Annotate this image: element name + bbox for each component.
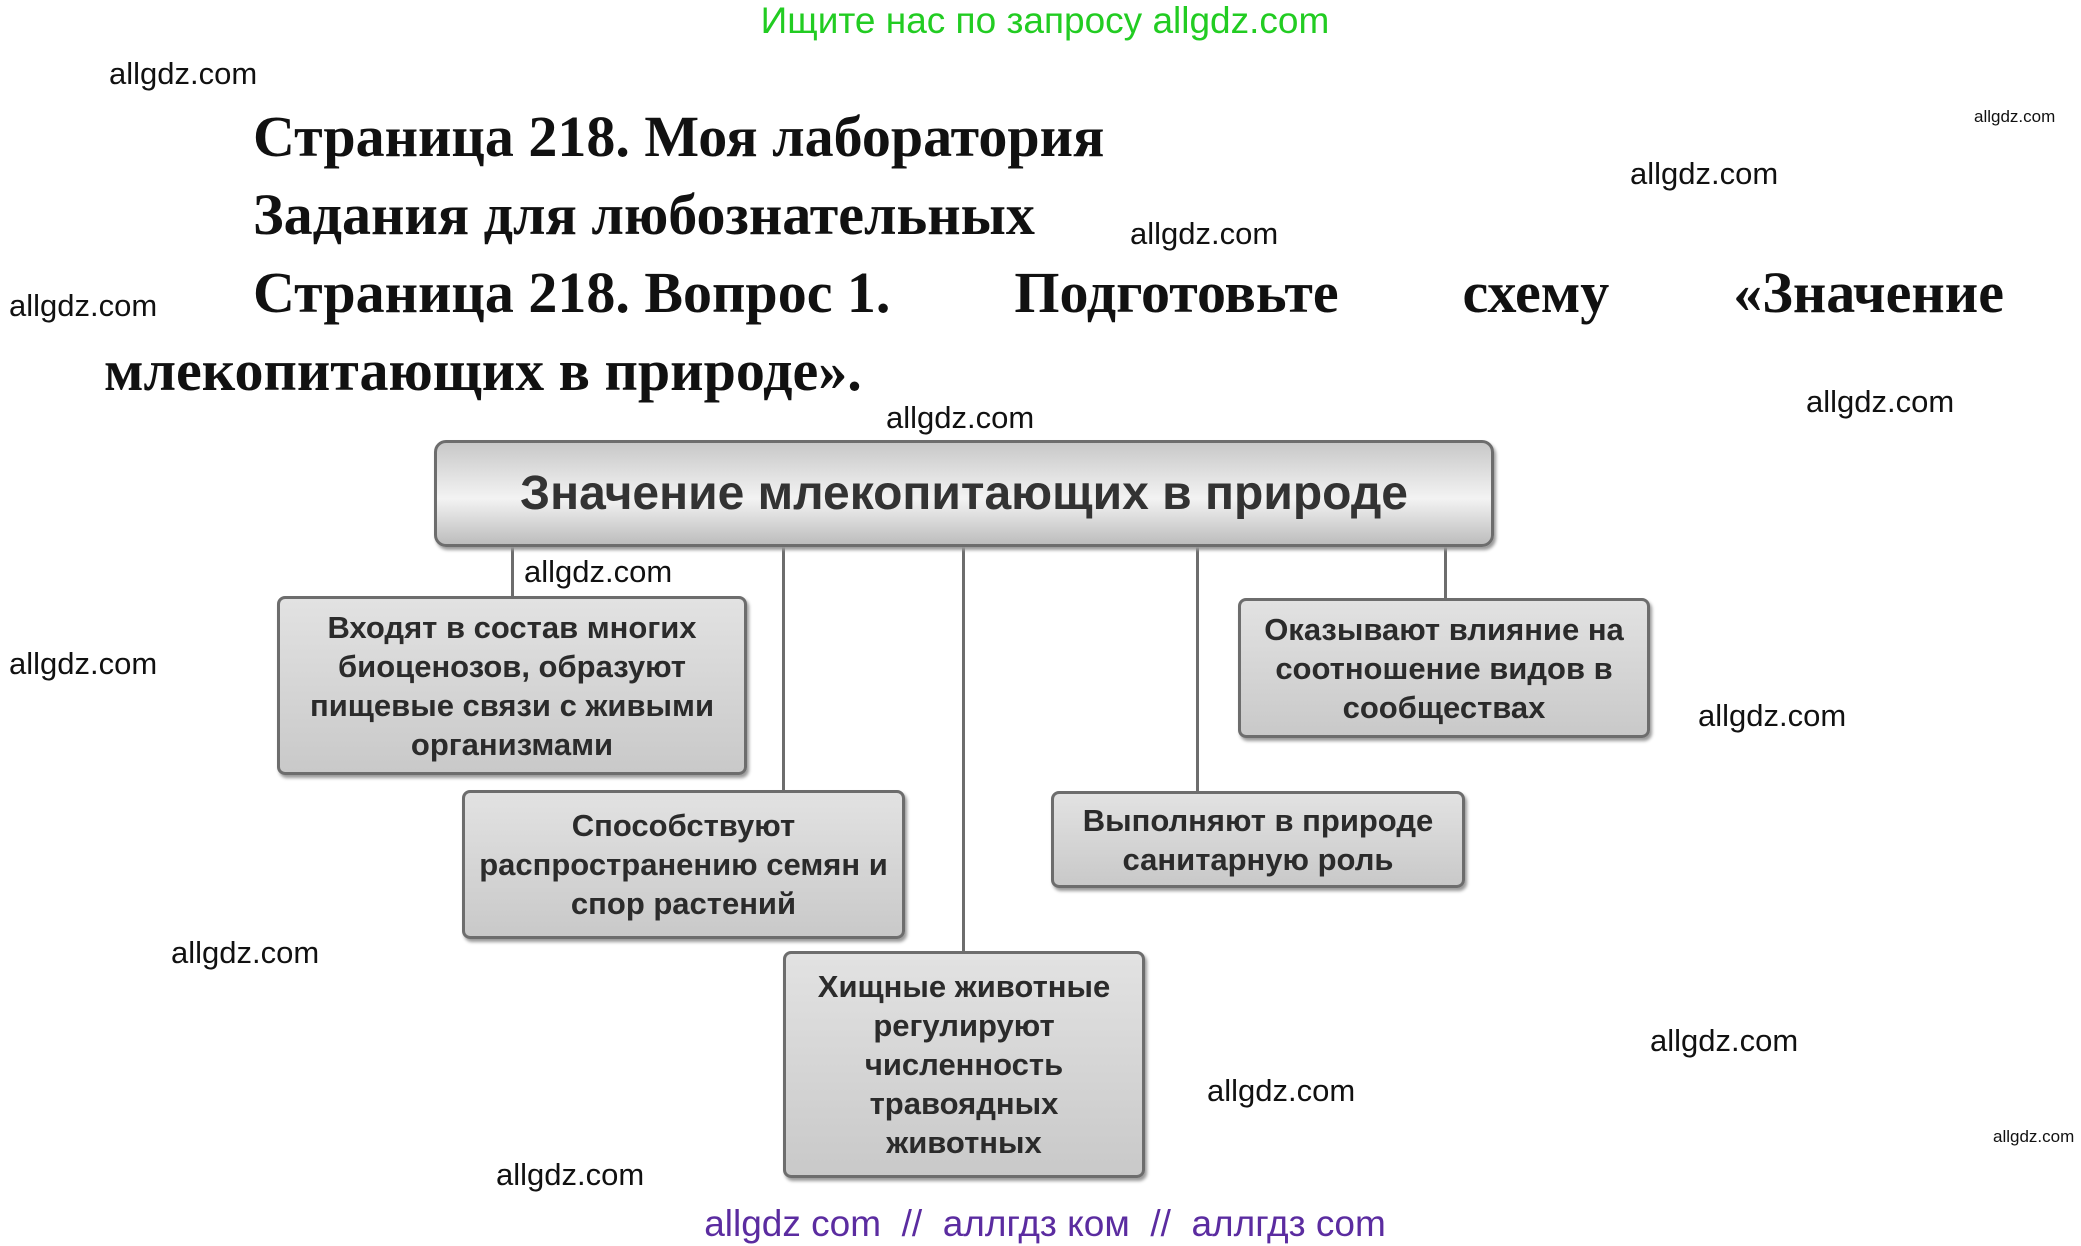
connector-line [511, 547, 514, 597]
diagram-box-biocenoses: Входят в состав многих биоценозов, образ… [277, 596, 747, 775]
diagram-box-sanitary: Выполняют в природе санитарную роль [1051, 791, 1465, 888]
watermark: allgdz.com [886, 400, 1035, 435]
heading-tasks: Задания для любознательных [253, 182, 1035, 247]
watermark: allgdz.com [9, 646, 158, 681]
connector-line [1196, 547, 1199, 792]
watermark: allgdz.com [524, 554, 673, 589]
heading-word: Страница 218. Вопрос 1. [253, 260, 891, 325]
heading-question-cont: млекопитающих в природе». [104, 338, 862, 403]
diagram-title-box: Значение млекопитающих в природе [434, 440, 1494, 547]
connector-line [1444, 547, 1447, 599]
connector-line [782, 547, 785, 791]
heading-page-lab: Страница 218. Моя лаборатория [253, 104, 1105, 169]
watermark: allgdz.com [496, 1157, 645, 1192]
watermark: allgdz.com [1806, 384, 1955, 419]
watermark: allgdz.com [1130, 216, 1279, 251]
watermark: allgdz.com [171, 935, 320, 970]
connector-line [962, 547, 965, 952]
promo-banner: Ищите нас по запросу allgdz.com [760, 0, 1330, 41]
watermark: allgdz.com [1650, 1023, 1799, 1058]
heading-word: «Значение [1733, 260, 2004, 325]
watermark: allgdz.com [1207, 1073, 1356, 1108]
watermark: allgdz.com [1698, 698, 1847, 733]
watermark: allgdz.com [109, 56, 258, 91]
watermark: allgdz.com [1993, 1127, 2075, 1146]
diagram-box-seed-spread: Способствуют распространению семян и спо… [462, 790, 905, 939]
diagram-box-predators: Хищные животные регулируют численность т… [783, 951, 1145, 1178]
heading-question: Страница 218. Вопрос 1. Подготовьте схем… [253, 264, 2004, 322]
diagram-box-species-ratio: Оказывают влияние на соотношение видов в… [1238, 598, 1650, 738]
footer-watermark: allgdz com // аллгдз ком // аллгдз com [704, 1203, 1386, 1244]
heading-word: схему [1462, 260, 1610, 325]
watermark: allgdz.com [1630, 156, 1779, 191]
watermark: allgdz.com [1974, 107, 2056, 126]
watermark: allgdz.com [9, 288, 158, 323]
heading-word: Подготовьте [1014, 260, 1339, 325]
